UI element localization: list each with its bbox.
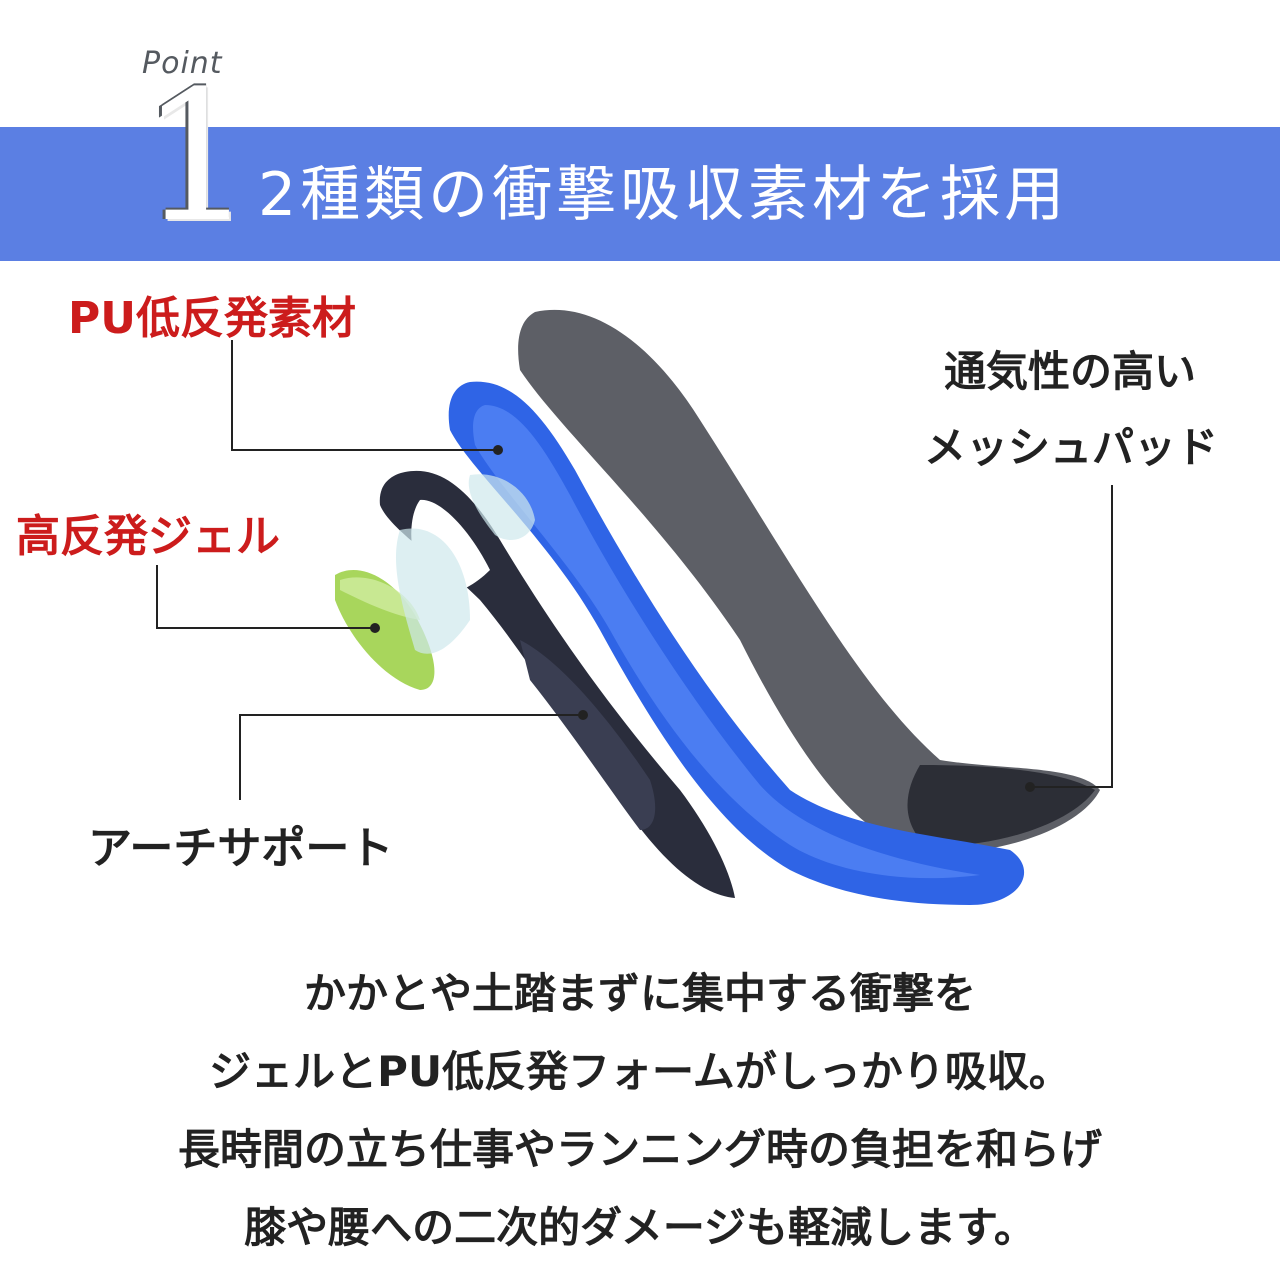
description-line: ジェルとPU低反発フォームがしっかり吸収。: [209, 1047, 1071, 1096]
label-gel: 高反発ジェル: [16, 511, 280, 562]
label-pu-foam: PU低反発素材: [68, 293, 356, 344]
banner-title: 2種類の衝撃吸収素材を採用: [258, 160, 1069, 230]
pu-foam-layer: [448, 381, 1025, 905]
mesh-pad-layer: [518, 309, 1100, 852]
description-block: かかとや土踏まずに集中する衝撃を ジェルとPU低反発フォームがしっかり吸収。 長…: [0, 955, 1280, 1267]
leader-line-arch: [239, 714, 583, 800]
label-arch-support: アーチサポート: [88, 823, 394, 874]
point-number: 1: [140, 53, 255, 262]
point-label: Point: [142, 46, 223, 81]
gel-pad-layer: [335, 569, 435, 690]
leader-line-pu: [231, 340, 498, 451]
description-line: 長時間の立ち仕事やランニング時の負担を和らげ: [177, 1125, 1102, 1174]
description-line: かかとや土踏まずに集中する衝撃を: [303, 969, 976, 1018]
description-line: 膝や腰への二次的ダメージも軽減します。: [244, 1203, 1036, 1252]
label-mesh-line2: メッシュパッド: [924, 423, 1219, 472]
title-banner: [0, 127, 1280, 261]
leader-line-mesh: [1030, 485, 1113, 788]
label-mesh-line1: 通気性の高い: [944, 347, 1197, 396]
leader-line-gel: [156, 565, 375, 629]
